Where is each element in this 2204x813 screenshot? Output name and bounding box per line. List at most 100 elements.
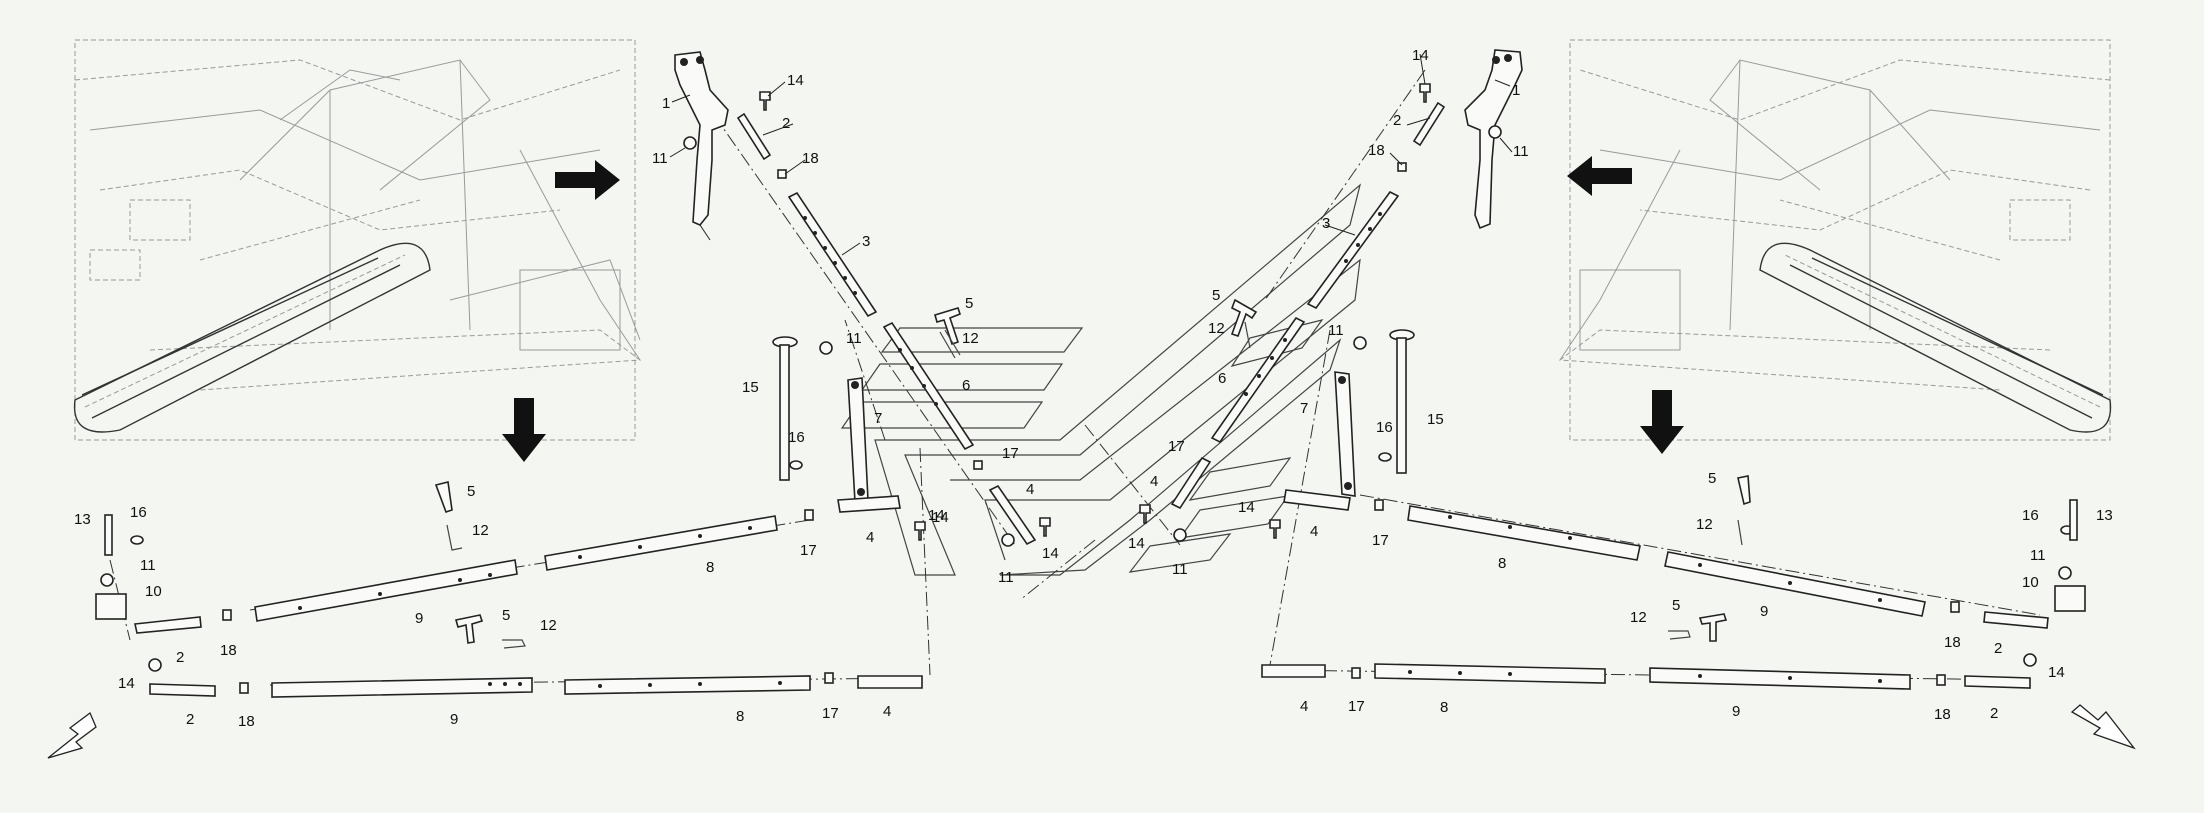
callout-2: 2: [1990, 705, 1998, 722]
callout-11: 11: [2030, 547, 2046, 564]
callout-7: 7: [874, 410, 882, 427]
callout-1: 1: [662, 95, 670, 112]
arrow-down-icon: [1640, 390, 1684, 454]
rod-part-8-upper-left: [544, 515, 778, 571]
pin-part-15-right: [1389, 329, 1415, 474]
small-fasteners: [95, 83, 2086, 694]
rod-part-2-lower-left: [149, 683, 216, 697]
rod-part-8-lower-right: [1374, 663, 1606, 684]
callout-14: 14: [1042, 545, 1059, 562]
callout-8: 8: [736, 708, 744, 725]
callout-9: 9: [450, 711, 458, 728]
callout-16: 16: [788, 429, 805, 446]
callout-4: 4: [1026, 481, 1034, 498]
callout-14: 14: [2048, 664, 2065, 681]
callout-16: 16: [1376, 419, 1393, 436]
callout-8: 8: [1498, 555, 1506, 572]
rod-part-4-lower-left: [857, 675, 923, 689]
arrow-down-icon: [502, 398, 546, 462]
callout-4: 4: [883, 703, 891, 720]
callout-10: 10: [2022, 574, 2039, 591]
callout-11: 11: [1328, 322, 1344, 339]
callout-4: 4: [1300, 698, 1308, 715]
callout-3: 3: [1322, 215, 1330, 232]
arrow-down-right-icon: [2070, 704, 2136, 750]
callout-18: 18: [238, 713, 255, 730]
callout-5: 5: [1212, 287, 1220, 304]
rod-part-9-upper-left: [254, 559, 518, 622]
callout-14: 14: [932, 509, 949, 526]
callout-18: 18: [1944, 634, 1961, 651]
rod-part-6-left: [882, 321, 975, 451]
callout-17: 17: [822, 705, 839, 722]
callout-8: 8: [1440, 699, 1448, 716]
callout-11: 11: [1172, 561, 1188, 578]
rod-part-8-upper-right: [1407, 505, 1641, 561]
callout-9: 9: [1732, 703, 1740, 720]
callout-11: 11: [140, 557, 156, 574]
arrow-right-icon: [555, 160, 620, 200]
link-part-2-upper-left: [736, 112, 772, 161]
rod-part-4-lower-right: [1261, 664, 1326, 678]
callout-6: 6: [962, 377, 970, 394]
callout-12: 12: [540, 617, 557, 634]
callout-16: 16: [2022, 507, 2039, 524]
callout-13: 13: [2096, 507, 2113, 524]
callout-7: 7: [1300, 400, 1308, 417]
rod-part-4-right-diag: [1170, 456, 1212, 510]
rod-part-3-left: [787, 191, 878, 318]
callout-12: 12: [1630, 609, 1647, 626]
callout-8: 8: [706, 559, 714, 576]
callout-17: 17: [1348, 698, 1365, 715]
callout-2: 2: [1994, 640, 2002, 657]
bracket-part-1-left: [674, 51, 729, 241]
arrow-left-icon: [1567, 156, 1632, 196]
callout-labels: 1 14 2 11 18 3 5 12 11 6 15 7 16 17 4 14…: [74, 47, 2113, 730]
rod-part-6-right: [1210, 316, 1306, 444]
link-part-7-left: [847, 377, 869, 503]
rod-part-2-lower-right: [1964, 675, 2031, 689]
rod-part-8-lower-left: [564, 675, 811, 695]
callout-17: 17: [1372, 532, 1389, 549]
machine-left: [73, 39, 642, 441]
callout-4: 4: [1310, 523, 1318, 540]
callout-6: 6: [1218, 370, 1226, 387]
machine-right: [1558, 39, 2112, 441]
callout-18: 18: [1934, 706, 1951, 723]
callout-18: 18: [1368, 142, 1385, 159]
link-part-7-right: [1334, 371, 1356, 497]
callout-5: 5: [1708, 470, 1716, 487]
callout-5: 5: [965, 295, 973, 312]
callout-9: 9: [415, 610, 423, 627]
callout-5: 5: [1672, 597, 1680, 614]
callout-14: 14: [1238, 499, 1255, 516]
callout-12: 12: [1208, 320, 1225, 337]
callout-11: 11: [846, 330, 862, 347]
callout-12: 12: [962, 330, 979, 347]
callout-14: 14: [787, 72, 804, 89]
callout-17: 17: [1002, 445, 1019, 462]
callout-14: 14: [1128, 535, 1145, 552]
pin-part-15-left: [772, 336, 798, 481]
callout-10: 10: [145, 583, 162, 600]
callout-14: 14: [1412, 47, 1429, 64]
callout-17: 17: [1168, 438, 1185, 455]
callout-11: 11: [1513, 143, 1529, 160]
callout-4: 4: [866, 529, 874, 546]
callout-16: 16: [130, 504, 147, 521]
link-part-2-upper-left-lower: [134, 616, 202, 634]
rod-part-4-upper-left: [837, 495, 901, 513]
callout-5: 5: [467, 483, 475, 500]
arrow-down-left-icon: [47, 711, 97, 759]
rod-part-9-lower-left: [271, 677, 533, 698]
rod-part-4-upper-right: [1283, 489, 1351, 511]
callout-2: 2: [1393, 112, 1401, 129]
callout-4: 4: [1150, 473, 1158, 490]
callout-18: 18: [802, 150, 819, 167]
callout-2: 2: [176, 649, 184, 666]
callout-11: 11: [998, 569, 1014, 586]
rod-part-4-left-diag: [988, 484, 1037, 546]
callout-14: 14: [928, 507, 945, 524]
link-part-2-upper-right-lower: [1983, 611, 2049, 629]
